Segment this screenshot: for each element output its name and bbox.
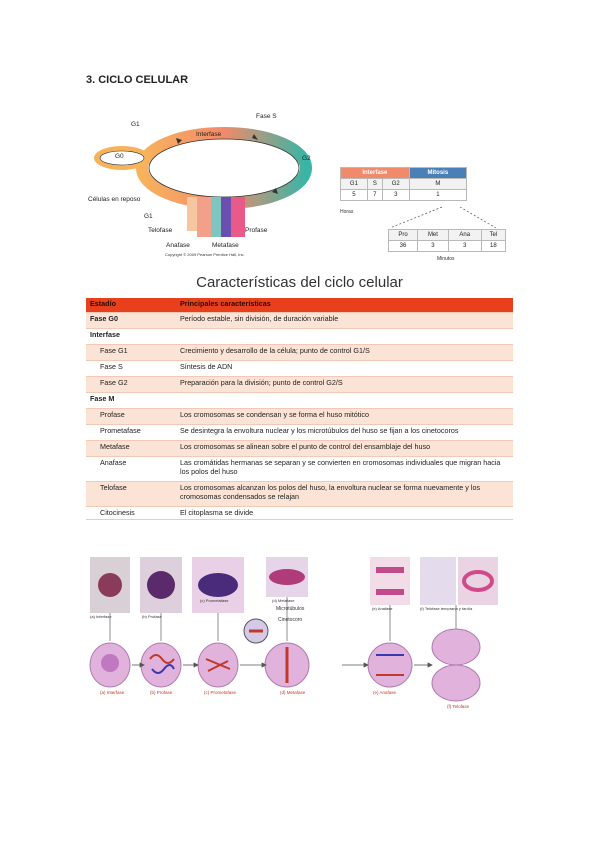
- micro-caption-profase: (b) Profase: [142, 614, 162, 619]
- cell-caption-prometafase: (c) Prometafase: [204, 690, 237, 695]
- cell-caption-metafase: (d) Metafase: [280, 690, 306, 695]
- hours-cell: 7: [366, 189, 383, 201]
- celulas-reposo-label: Células en reposo: [88, 196, 141, 203]
- telofase-label: Telofase: [148, 227, 173, 234]
- minutes-cell: 18: [480, 240, 507, 252]
- micro-caption-interfase: (a) Interfase: [90, 614, 112, 619]
- interfase-header: Interfase: [340, 167, 410, 179]
- mitosis-figure: [89, 557, 498, 702]
- phase-cell: S: [366, 178, 383, 190]
- description-cell: [176, 392, 513, 409]
- mitosis-phase-cell: Met: [417, 229, 449, 241]
- table-row: Fase M: [86, 392, 513, 409]
- stage-cell: Telofase: [86, 481, 176, 507]
- description-cell: El citoplasma se divide: [176, 506, 513, 520]
- minutes-cell: 3: [447, 240, 482, 252]
- description-cell: Los cromosomas se alinean sobre el punto…: [176, 440, 513, 457]
- stage-cell: Fase G1: [86, 344, 176, 361]
- description-cell: Se desintegra la envoltura nuclear y los…: [176, 424, 513, 441]
- fase-s-label: Fase S: [256, 113, 277, 120]
- mitosis-phase-cell: Tel: [480, 229, 507, 241]
- stage-cell: Anafase: [86, 456, 176, 482]
- minutes-cell: 3: [417, 240, 449, 252]
- micro-caption-prometafase: (c) Prometafase: [200, 598, 229, 603]
- g2-label: G2: [302, 155, 311, 162]
- hours-table: Interfase Mitosis G1 S G2 M 5 7 3 1: [340, 167, 468, 201]
- micro-caption-anafase: (e) Anafase: [372, 606, 393, 611]
- cell-caption-interfase: (a) Interfase: [100, 690, 125, 695]
- micro-caption-metafase: (d) Metafase: [272, 598, 295, 603]
- description-cell: Período estable, sin división, de duraci…: [176, 312, 513, 329]
- mitosis-phase-cell: Pro: [388, 229, 418, 241]
- description-cell: Preparación para la división; punto de c…: [176, 376, 513, 393]
- micro-caption-telofase: (f) Telofase temprana y tardía: [420, 606, 473, 611]
- description-cell: Crecimiento y desarrollo de la célula; p…: [176, 344, 513, 361]
- m-phase-block: [187, 197, 245, 237]
- stage-cell: Profase: [86, 408, 176, 425]
- mitosis-header: Mitosis: [408, 167, 468, 179]
- stage-cell: Fase M: [86, 392, 176, 409]
- profase-label: Profase: [245, 227, 268, 234]
- cell-cycle-diagram: [94, 127, 312, 237]
- interfase-label: Interfase: [196, 131, 222, 138]
- hours-cell: 5: [340, 189, 368, 201]
- stage-cell: Citocinesis: [86, 506, 176, 520]
- cells-row: [89, 618, 481, 702]
- hours-label: Horas: [340, 209, 354, 215]
- zoom-lines: [389, 206, 497, 229]
- description-cell: Las cromátidas hermanas se separan y se …: [176, 456, 513, 482]
- metafase-label: Metafase: [212, 242, 239, 249]
- minutes-cell: 36: [388, 240, 418, 252]
- inner-arrow-ring: [148, 138, 300, 198]
- table-header-cell: Estadío: [86, 298, 176, 313]
- section-title: 3. CICLO CELULAR: [86, 74, 189, 86]
- g0-label: G0: [115, 153, 124, 160]
- table-header-cell: Principales características: [176, 298, 513, 313]
- micrograph-anafase: [370, 557, 410, 605]
- cell-caption-profase: (b) Profase: [150, 690, 173, 695]
- micrograph-telofase-1: [420, 557, 456, 605]
- g1-bottom-label: G1: [144, 213, 153, 220]
- phase-cell: G2: [381, 178, 410, 190]
- microtubulos-label: Microtúbulos: [276, 606, 305, 612]
- table-row: Interfase: [86, 328, 513, 345]
- g1-top-label: G1: [131, 121, 140, 128]
- phase-cell: G1: [340, 178, 368, 190]
- cinetocoro-label: Cinetocoro: [278, 617, 303, 623]
- cell-caption-anafase: (e) Anafase: [373, 690, 397, 695]
- stage-cell: Prometafase: [86, 424, 176, 441]
- stage-cell: Fase S: [86, 360, 176, 377]
- stage-cell: Fase G2: [86, 376, 176, 393]
- description-cell: Síntesis de ADN: [176, 360, 513, 377]
- stage-cell: Interfase: [86, 328, 176, 345]
- hours-cell: 1: [408, 189, 468, 201]
- stage-cell: Fase G0: [86, 312, 176, 329]
- phase-cell: M: [408, 178, 468, 190]
- mitosis-phase-cell: Ana: [447, 229, 482, 241]
- stage-cell: Metafase: [86, 440, 176, 457]
- table-title: Características del ciclo celular: [196, 274, 403, 291]
- minutes-label: Minutos: [437, 256, 455, 262]
- description-cell: Los cromosomas se condensan y se forma e…: [176, 408, 513, 425]
- cell-caption-telofase: (f) Telofase: [447, 704, 470, 709]
- description-cell: [176, 328, 513, 345]
- hours-cell: 3: [381, 189, 410, 201]
- copyright-text: Copyright © 2009 Pearson Prentice Hall, …: [165, 252, 245, 257]
- minutes-table: Pro Met Ana Tel 36 3 3 18: [388, 229, 507, 252]
- description-cell: Los cromosomas alcanzan los polos del hu…: [176, 481, 513, 507]
- anafase-label: Anafase: [166, 242, 190, 249]
